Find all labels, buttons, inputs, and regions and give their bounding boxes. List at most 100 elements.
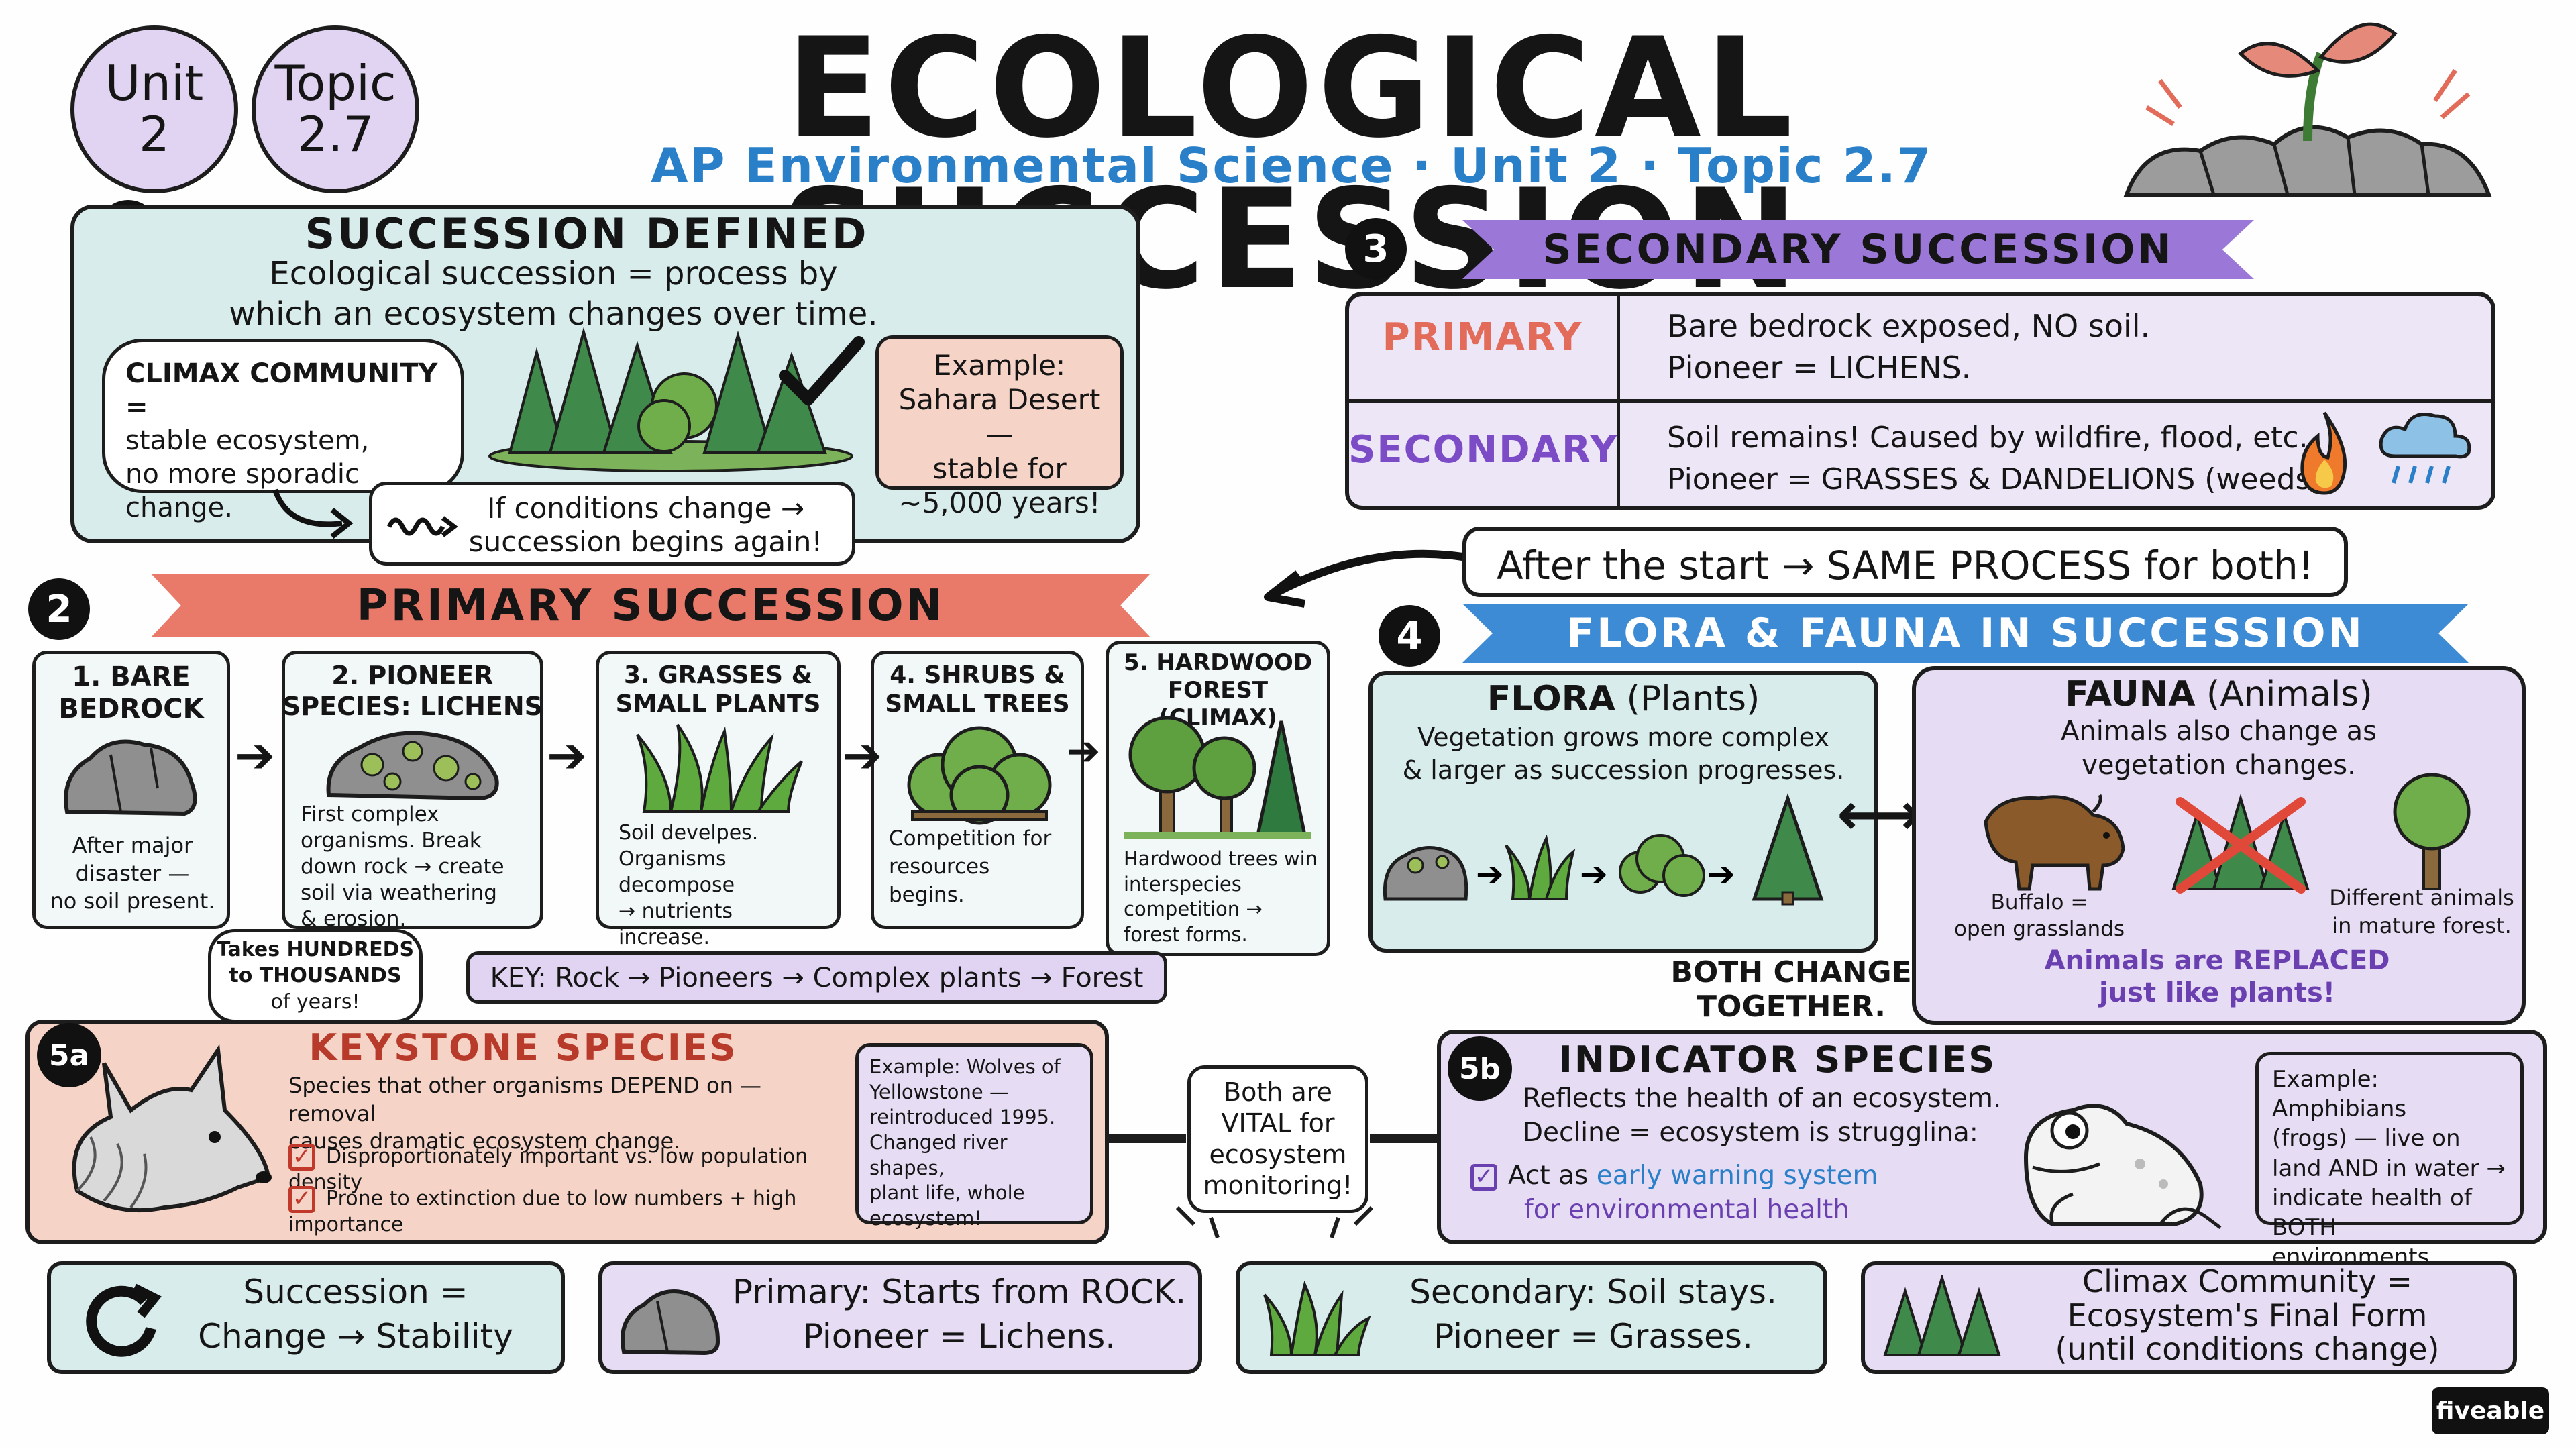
stage-arrow-icon: ➔ <box>547 727 588 784</box>
stage-text-line: & erosion. <box>301 907 407 932</box>
keystone-check-text: Prone to extinction due to low numbers +… <box>288 1187 797 1237</box>
plant-progression-icon: ➔ ➔ ➔ <box>1383 793 1824 906</box>
summary-line: Pioneer = Lichens. <box>802 1317 1116 1356</box>
indicator-check-line2: for environmental health <box>1524 1194 1849 1225</box>
climax-community-bubble: CLIMAX COMMUNITY = stable ecosystem, no … <box>102 339 464 523</box>
fauna-heading: FAUNA (Animals) <box>1912 674 2526 714</box>
summary-line: Secondary: Soil stays. <box>1409 1273 1777 1311</box>
lichen-rock-icon <box>326 731 499 801</box>
stage-title-line: 5. HARDWOOD <box>1123 649 1313 676</box>
example-line: reintroduced 1995. <box>869 1106 1056 1129</box>
caption-line: Different animals <box>2329 885 2514 910</box>
example-line: stable for <box>932 451 1067 485</box>
stage-title-line: SMALL PLANTS <box>615 690 821 718</box>
desc-line: Ecological succession = process by <box>269 255 838 292</box>
stage-text-line: → nutrients <box>619 900 733 923</box>
stage-1-text: After major disaster — no soil present. <box>37 832 228 916</box>
row-line: Pioneer = LICHENS. <box>1667 350 1972 386</box>
flora-heading: FLORA (Plants) <box>1368 679 1878 719</box>
restart-line: succession begins again! <box>468 525 823 559</box>
fiveable-logo: fiveable <box>2432 1387 2549 1434</box>
stage-text-line: resources <box>889 854 990 879</box>
flora-fauna-ribbon-text: FLORA & FAUNA IN SUCCESSION <box>1566 610 2365 657</box>
stage-5-title: 5. HARDWOOD FOREST (CLIMAX) <box>1106 649 1330 731</box>
key-text: KEY: Rock → Pioneers → Complex plants → … <box>490 963 1144 994</box>
example-line: Sahara Desert — <box>898 383 1101 451</box>
stage-title-line: 2. PIONEER <box>331 661 494 690</box>
sahara-example-box: Example: Sahara Desert — stable for ~5,0… <box>875 335 1124 519</box>
summary-line: Pioneer = Grasses. <box>1434 1317 1753 1356</box>
succession-defined-title: SUCCESSION DEFINED <box>305 209 869 258</box>
stage-3-text: Soil develpes. Organisms decompose → nut… <box>619 820 840 951</box>
stage-text-line: Soil develpes. <box>619 821 759 845</box>
checkbox-checked-icon: ✓ <box>1470 1163 1497 1191</box>
stage-text-line: soil via weathering <box>301 881 497 906</box>
stage-text-line: organisms. Break <box>301 828 482 853</box>
flora-line: & larger as succession progresses. <box>1402 755 1845 786</box>
primary-row-label: PRIMARY <box>1382 315 1583 359</box>
shrub-icon <box>907 726 1052 825</box>
rain-cloud-icon <box>2379 413 2471 484</box>
summary-line: (until conditions change) <box>2055 1331 2440 1368</box>
vital-line: monitoring! <box>1203 1171 1353 1201</box>
time-line: to THOUSANDS <box>229 964 402 987</box>
stage-1-title: 1. BARE BEDROCK <box>32 661 230 725</box>
caption-line: open grasslands <box>1953 917 2125 942</box>
keystone-check-1: ✓Disproportionately important vs. low po… <box>288 1144 852 1194</box>
section-5a-number: 5a <box>37 1023 101 1087</box>
brand-text: fiveable <box>2436 1397 2545 1425</box>
indicator-desc-line: Decline = ecosystem is strugglina: <box>1523 1118 1978 1148</box>
fauna-title: FAUNA <box>2065 674 2196 714</box>
indicator-check-emphasis: early warning system <box>1596 1161 1878 1191</box>
grass-icon <box>636 723 803 813</box>
fauna-subtitle: (Animals) <box>2206 674 2373 714</box>
svg-text:➔: ➔ <box>1707 855 1735 894</box>
summary-line: Primary: Starts from ROCK. <box>732 1273 1187 1311</box>
both-change-line: TOGETHER. <box>1697 989 1886 1024</box>
both-change-line: BOTH CHANGE <box>1670 955 1912 989</box>
keystone-title: KEYSTONE SPECIES <box>309 1026 738 1069</box>
indicator-title: INDICATOR SPECIES <box>1558 1038 1997 1081</box>
wolf-icon <box>72 1044 272 1213</box>
squiggle-arrow-icon <box>386 516 458 537</box>
example-line: plant life, whole <box>869 1181 1025 1205</box>
connector-line-right <box>1370 1134 1437 1143</box>
same-process-callout: After the start → SAME PROCESS for both! <box>1462 527 2348 597</box>
summary-card-succession <box>47 1261 565 1374</box>
stage-arrow-icon: ➔ <box>235 727 276 784</box>
climax-line: change. <box>125 492 233 523</box>
summary-line: Change → Stability <box>198 1317 513 1356</box>
topic-badge-line1: Topic <box>274 55 396 112</box>
time-line: Takes HUNDREDS <box>216 938 415 961</box>
summary-line: Climax Community = <box>2082 1263 2412 1299</box>
summary-secondary-text: Secondary: Soil stays. Pioneer = Grasses… <box>1368 1270 1818 1358</box>
row-line: Pioneer = GRASSES & DANDELIONS (weeds). <box>1667 462 2332 496</box>
stage-text-line: increase. <box>619 926 710 949</box>
emphasis-marks-icon <box>1175 1205 1374 1238</box>
secondary-row-label: SECONDARY <box>1348 428 1619 472</box>
indicator-desc-line: Reflects the health of an ecosystem. <box>1523 1083 2002 1114</box>
caption-line: Buffalo = <box>1990 890 2088 914</box>
succession-key-strip: KEY: Rock → Pioneers → Complex plants → … <box>466 951 1167 1004</box>
keystone-check-2: ✓Prone to extinction due to low numbers … <box>288 1186 852 1236</box>
keystone-desc-line: causes dramatic ecosystem change. <box>288 1128 681 1155</box>
topic-badge: Topic 2.7 <box>252 25 419 193</box>
table-divider-h <box>1348 399 2492 402</box>
pine-trees-icon <box>1883 1275 2001 1356</box>
vital-line: ecosystem <box>1209 1139 1347 1169</box>
stage-text-line: Competition for <box>889 826 1052 851</box>
curved-arrow-left-icon <box>1264 549 1463 608</box>
svg-text:➔: ➔ <box>1580 855 1608 894</box>
time-line: of years! <box>270 990 360 1014</box>
connector-line-left <box>1109 1134 1186 1143</box>
stage-text-line: competition → <box>1124 898 1263 921</box>
example-line: (frogs) — live on <box>2272 1125 2461 1152</box>
grass-tuft-icon <box>1263 1281 1371 1356</box>
cycle-arrow-icon <box>86 1283 162 1357</box>
stage-5-text: Hardwood trees win interspecies competit… <box>1124 847 1325 948</box>
flora-text: Vegetation grows more complex & larger a… <box>1375 721 1872 788</box>
example-line: Example: Amphibians <box>2272 1066 2407 1123</box>
flora-fauna-ribbon: FLORA & FAUNA IN SUCCESSION <box>1462 604 2469 663</box>
summary-climax-text: Climax Community = Ecosystem's Final For… <box>2006 1265 2489 1366</box>
example-line: land AND in water → <box>2272 1155 2506 1182</box>
